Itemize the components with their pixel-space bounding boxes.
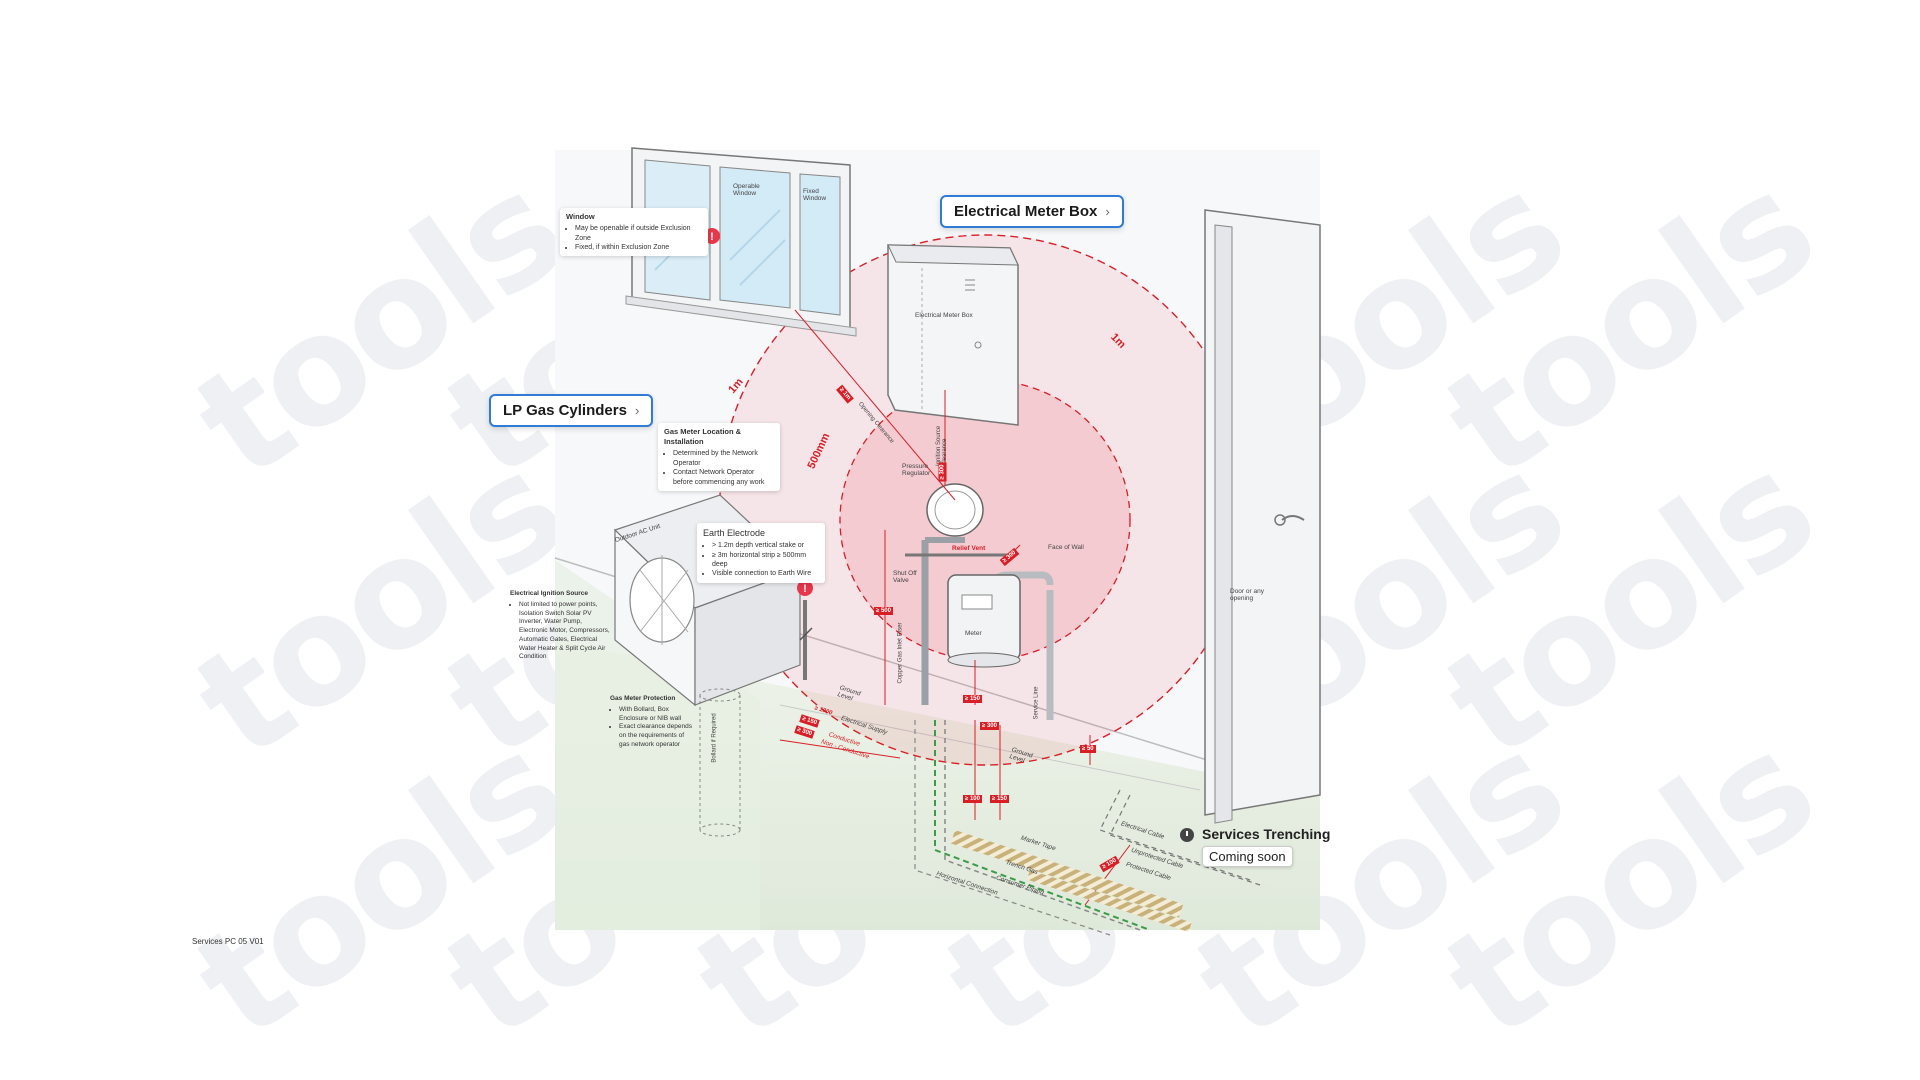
- bollard-label: Bollard if Required: [711, 713, 718, 763]
- clock-icon: [1180, 828, 1194, 842]
- window-illustration: [625, 147, 857, 337]
- note-item: Fixed, if within Exclusion Zone: [575, 243, 702, 252]
- relief-vent-label: Relief Vent: [952, 545, 986, 552]
- riser-label: Copper Gas Inlet Riser: [897, 622, 904, 684]
- callout-label: Electrical Meter Box: [954, 203, 1098, 220]
- chevron-right-icon: ›: [634, 403, 640, 418]
- earth-warning-icon: [797, 580, 813, 596]
- dimension-label: ≥ 500: [874, 607, 893, 615]
- dimension-label: ≥ 50: [1080, 745, 1096, 753]
- underground-services: [914, 720, 1261, 936]
- meter-label: Meter: [965, 630, 982, 637]
- dimension-label: ≥ 300: [938, 462, 947, 482]
- note-item: Visible connection to Earth Wire: [712, 569, 819, 578]
- note-title: Electrical Ignition Source: [510, 590, 589, 597]
- dimension-label: ≥ 100: [963, 795, 982, 803]
- note-title: Gas Meter Location & Installation: [664, 427, 742, 447]
- svg-text:!: !: [710, 231, 714, 243]
- svg-text:!: !: [803, 583, 807, 595]
- ground-left: [555, 560, 760, 930]
- window-note: Window May be openable if outside Exclus…: [560, 208, 708, 257]
- pressure-regulator-illustration: [926, 483, 984, 537]
- note-item: Exact clearance depends on the requireme…: [619, 723, 696, 749]
- gas-meter-location-note: Gas Meter Location & Installation Determ…: [658, 423, 780, 491]
- callout-label: LP Gas Cylinders: [503, 402, 627, 419]
- note-item: ≥ 3m horizontal strip ≥ 500mm deep: [712, 551, 819, 570]
- note-item: Determined by the Network Operator: [673, 449, 774, 468]
- bollard-illustration: [699, 688, 741, 837]
- chevron-right-icon: ›: [1105, 204, 1110, 219]
- note-item: With Bollard, Box Enclosure or NIB wall: [619, 706, 696, 724]
- door-illustration: [1204, 209, 1321, 824]
- door-label: Door or any opening: [1230, 588, 1264, 602]
- service-line-label: Service Line: [1033, 686, 1040, 720]
- dimension-label: ≥ 150: [990, 795, 1009, 803]
- coming-soon-badge: Coming soon: [1202, 846, 1293, 867]
- meter-box-label: Electrical Meter Box: [915, 312, 973, 319]
- dimension-label: ≥ 150: [963, 695, 982, 703]
- note-item: > 1.2m depth vertical stake or: [712, 541, 819, 550]
- earth-electrode-illustration: [799, 600, 813, 680]
- note-item: Not limited to power points, Isolation S…: [519, 601, 612, 662]
- electrical-meter-box-illustration: [887, 244, 1019, 426]
- face-of-wall-label: Face of Wall: [1048, 544, 1084, 551]
- note-item: May be openable if outside Exclusion Zon…: [575, 224, 702, 243]
- note-title: Gas Meter Protection: [610, 695, 676, 702]
- earth-electrode-note: Earth Electrode > 1.2m depth vertical st…: [697, 523, 825, 583]
- ignition-clearance-label: Ignition Source Clearance: [936, 425, 948, 466]
- gas-meter-illustration: [947, 574, 1021, 668]
- ignition-source-note: Electrical Ignition Source Not limited t…: [510, 590, 612, 662]
- dimension-label: ≥ 300: [980, 722, 999, 730]
- shut-off-valve-label: Shut Off Valve: [893, 570, 917, 584]
- footer-code: Services PC 05 V01: [192, 937, 264, 946]
- electrical-meter-box-callout[interactable]: Electrical Meter Box ›: [940, 195, 1124, 228]
- note-title: Earth Electrode: [703, 528, 766, 538]
- services-trenching-callout[interactable]: Services Trenching Coming soon: [1180, 826, 1330, 867]
- gas-meter-protection-note: Gas Meter Protection With Bollard, Box E…: [610, 695, 696, 750]
- note-title: Window: [566, 212, 595, 221]
- window-operable-label: Operable Window: [733, 183, 760, 197]
- window-warning-icon: [704, 228, 720, 244]
- window-fixed-label: Fixed Window: [803, 188, 827, 202]
- trenching-title: Services Trenching: [1202, 826, 1331, 842]
- note-item: Contact Network Operator before commenci…: [673, 468, 774, 487]
- lp-gas-cylinders-callout[interactable]: LP Gas Cylinders ›: [489, 394, 654, 427]
- pressure-regulator-label: Pressure Regulator: [902, 463, 931, 477]
